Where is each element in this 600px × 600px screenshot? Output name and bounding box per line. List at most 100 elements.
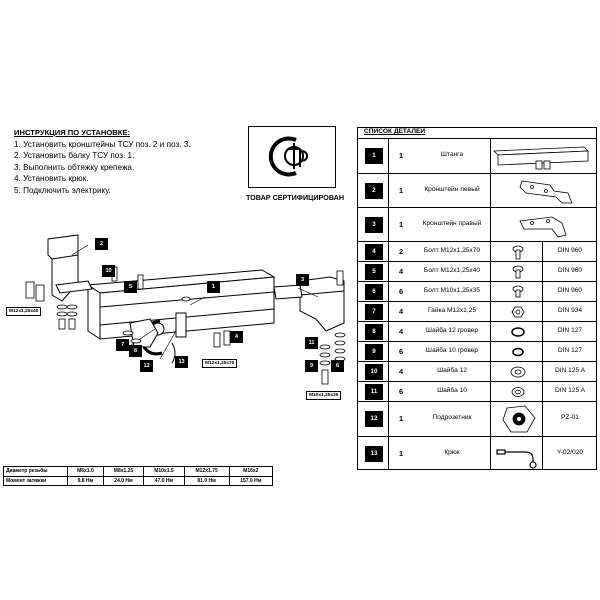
part-number: 13 bbox=[365, 446, 383, 462]
bolt-label-left: M12x1,25x40 bbox=[6, 307, 42, 316]
instruction-step: 4. Установить крюк. bbox=[14, 174, 89, 184]
parts-row: 3 1 Кронштейн правый bbox=[358, 207, 596, 241]
spring-washer-icon bbox=[511, 327, 525, 337]
bolt-icon bbox=[512, 245, 524, 260]
bolt-label-center: M12x1,25x70 bbox=[202, 359, 238, 368]
parts-row: 7 4 Гайка М12х1,25 DIN 934 bbox=[358, 301, 596, 321]
callout-8: 8 bbox=[129, 345, 142, 357]
callout-9: 9 bbox=[305, 360, 318, 372]
parts-row: 1 1 Штанга bbox=[358, 138, 596, 173]
part-name: Болт М10х1,25х35 bbox=[423, 287, 481, 294]
torque-header: Момент затяжки bbox=[3, 475, 68, 486]
torque-value: 9.8 Нм bbox=[67, 475, 104, 486]
part-standard: DIN 960 bbox=[557, 267, 583, 274]
callout-3: 3 bbox=[296, 274, 309, 286]
left-bracket-icon bbox=[519, 180, 573, 204]
callout-11: 11 bbox=[305, 337, 318, 349]
part-number: 11 bbox=[365, 384, 383, 400]
part-name: Гайка М12х1,25 bbox=[427, 307, 477, 314]
hook-icon bbox=[496, 449, 537, 469]
callout-6: 6 bbox=[331, 360, 344, 372]
part-standard: DIN 125 A bbox=[554, 387, 586, 394]
part-qty: 4 bbox=[398, 367, 404, 376]
part-number: 2 bbox=[365, 183, 383, 199]
part-name: Шайба 12 гровер bbox=[425, 327, 479, 334]
torque-value: 47.0 Нм bbox=[143, 475, 185, 486]
torque-table: Диаметр резьбы M6x1.0 M8x1.25 M10x1.5 M1… bbox=[3, 466, 274, 486]
part-name: Болт М12х1,25х70 bbox=[423, 247, 481, 254]
towbar-drawing bbox=[25, 234, 346, 385]
thread-size: M10x1.5 bbox=[143, 466, 185, 477]
instruction-step: 3. Выполнить обтяжку крепежа. bbox=[14, 162, 135, 172]
part-number: 6 bbox=[365, 284, 383, 300]
thread-size: M6x1.0 bbox=[67, 466, 104, 477]
part-qty: 4 bbox=[398, 327, 404, 336]
bolt-icon bbox=[512, 285, 524, 298]
part-standard: DIN 127 bbox=[557, 347, 583, 354]
certification-logo bbox=[248, 126, 336, 188]
torque-value: 157.0 Нм bbox=[228, 475, 274, 486]
instruction-step: 5. Подключить электрику. bbox=[14, 185, 111, 195]
callout-7: 7 bbox=[116, 339, 129, 351]
instruction-step: 1. Установить кронштейны ТСУ поз. 2 и по… bbox=[14, 139, 191, 149]
bolt-icon bbox=[512, 265, 524, 279]
callout-10: 10 bbox=[102, 265, 115, 277]
parts-row: 13 1 Крюк Y-02/020 bbox=[358, 436, 596, 471]
parts-row: 10 4 Шайба 12 DIN 125 A bbox=[358, 361, 596, 381]
spring-washer-icon bbox=[512, 347, 524, 357]
part-name: Кронштейн правый bbox=[422, 220, 482, 227]
part-number: 12 bbox=[365, 411, 383, 427]
parts-row: 4 2 Болт М12х1,25х70 DIN 960 bbox=[358, 241, 596, 261]
installation-instructions: ИНСТРУКЦИЯ ПО УСТАНОВКЕ: 1. Установить к… bbox=[14, 127, 244, 197]
right-bracket-icon bbox=[519, 216, 567, 238]
parts-list-title: СПИСОК ДЕТАЛЕЙ bbox=[364, 128, 426, 135]
part-qty: 1 bbox=[398, 186, 404, 195]
torque-value: 81.0 Нм bbox=[183, 475, 230, 486]
parts-row: 5 4 Болт М12х1,25х40 DIN 960 bbox=[358, 261, 596, 281]
callout-2: 2 bbox=[95, 238, 108, 250]
part-number: 4 bbox=[365, 244, 383, 260]
parts-row: 6 6 Болт М10х1,25х35 DIN 960 bbox=[358, 281, 596, 301]
torque-row: Момент затяжки 9.8 Нм 24.0 Нм 47.0 Нм 81… bbox=[3, 475, 274, 486]
thread-size: M16x2 bbox=[228, 466, 274, 477]
callout-5: 5 bbox=[124, 281, 137, 293]
part-name: Крюк bbox=[444, 449, 460, 456]
part-qty: 6 bbox=[398, 347, 404, 356]
parts-row: 8 4 Шайба 12 гровер DIN 127 bbox=[358, 321, 596, 341]
assembly-diagram: 1 2 3 4 5 6 7 8 9 10 11 12 13 M12x1,25x4… bbox=[0, 215, 357, 465]
parts-row: 9 6 Шайба 10 гровер DIN 127 bbox=[358, 341, 596, 361]
bar-icon bbox=[493, 146, 589, 170]
thread-diameter-header: Диаметр резьбы bbox=[3, 466, 68, 477]
parts-list: СПИСОК ДЕТАЛЕЙ 1 1 Штанга 2 1 Кронштейн … bbox=[357, 127, 597, 470]
part-name: Шайба 10 гровер bbox=[425, 347, 479, 354]
instruction-step: 2. Установить балку ТСУ поз. 1. bbox=[14, 151, 135, 161]
torque-value: 24.0 Нм bbox=[102, 475, 145, 486]
part-standard: PZ-01 bbox=[561, 414, 579, 421]
part-qty: 6 bbox=[398, 287, 404, 296]
part-number: 9 bbox=[365, 344, 383, 360]
callout-1: 1 bbox=[207, 281, 220, 293]
parts-row: 12 1 Подрозетник PZ-01 bbox=[358, 401, 596, 436]
part-number: 7 bbox=[365, 304, 383, 320]
thread-size: M8x1.25 bbox=[102, 466, 145, 477]
bolt-label-right: M10x1,25x35 bbox=[306, 391, 342, 400]
part-number: 3 bbox=[365, 217, 383, 233]
part-qty: 2 bbox=[398, 247, 404, 256]
certified-label: ТОВАР СЕРТИФИЦИРОВАН bbox=[245, 193, 345, 202]
part-standard: DIN 960 bbox=[557, 287, 583, 294]
part-standard: DIN 934 bbox=[557, 307, 583, 314]
part-qty: 1 bbox=[398, 414, 404, 423]
part-standard: Y-02/020 bbox=[556, 449, 584, 456]
parts-row: 11 6 Шайба 10 DIN 125 A bbox=[358, 381, 596, 401]
part-number: 5 bbox=[365, 264, 383, 280]
callout-12: 12 bbox=[140, 360, 153, 372]
part-name: Подрозетник bbox=[432, 414, 472, 421]
part-qty: 1 bbox=[398, 220, 404, 229]
part-name: Болт М12х1,25х40 bbox=[423, 267, 481, 274]
part-standard: DIN 960 bbox=[557, 247, 583, 254]
part-standard: DIN 125 A bbox=[554, 367, 586, 374]
part-name: Кронштейн левый bbox=[424, 186, 480, 193]
part-qty: 1 bbox=[398, 151, 404, 160]
parts-row: 2 1 Кронштейн левый bbox=[358, 173, 596, 207]
part-qty: 4 bbox=[398, 267, 404, 276]
